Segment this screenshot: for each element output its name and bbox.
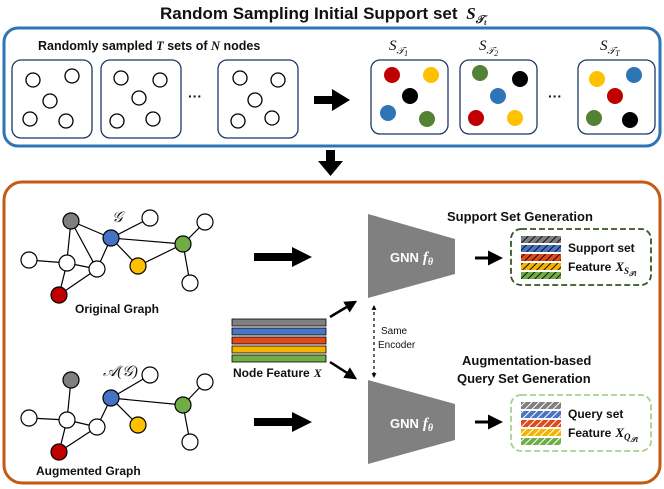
down-arrow: [318, 150, 343, 176]
graph-to-gnn-arrow-bottom: [254, 412, 312, 432]
feature-to-gnn-arrow-top: [329, 300, 358, 319]
support-set-box-2: [459, 59, 538, 135]
set-label-1: S𝒯1: [389, 38, 408, 58]
feature-bar-yellow: [231, 345, 327, 354]
original-graph-symbol: 𝒢: [112, 210, 125, 226]
query-stripes: [521, 402, 561, 445]
same-encoder-label-2: Encoder: [378, 340, 416, 351]
main-title: Random Sampling Initial Support set S𝒯t: [160, 4, 488, 27]
bottom-frame: [2, 180, 662, 485]
sample-box-1: [11, 59, 93, 139]
augmented-graph: [20, 366, 214, 461]
query-heading-line1: Augmentation-based: [462, 353, 591, 368]
query-set-label: Query set: [568, 407, 623, 421]
feature-to-gnn-arrow-bottom: [329, 360, 358, 380]
ellipsis-top-left: ···: [188, 88, 202, 104]
feature-bar-gray: [231, 318, 327, 327]
set-label-2: S𝒯2: [479, 38, 498, 58]
original-graph-label: Original Graph: [75, 302, 159, 316]
augmented-graph-symbol: 𝒜(𝒢): [103, 364, 138, 380]
augmented-graph-label: Augmented Graph: [36, 464, 141, 478]
same-encoder-label: Same: [381, 326, 408, 337]
sample-box-3: [217, 59, 299, 139]
support-set-box-1: [370, 59, 449, 135]
support-set-label: Support set: [568, 241, 635, 255]
support-heading: Support Set Generation: [447, 209, 593, 224]
support-set-box-T: [577, 59, 656, 135]
graph-to-gnn-arrow-top: [254, 247, 312, 267]
query-heading-line2: Query Set Generation: [457, 371, 591, 386]
set-label-T: S𝒯T: [600, 38, 620, 58]
top-frame: [2, 26, 662, 148]
feature-bar-blue: [231, 327, 327, 336]
feature-bar-red: [231, 336, 327, 345]
sample-box-2: [100, 59, 182, 139]
feature-bar-green: [231, 354, 327, 363]
ellipsis-top-right: ···: [548, 88, 562, 104]
sampling-arrow: [314, 89, 350, 111]
support-stripes: [521, 236, 561, 279]
node-feature-bars: [231, 318, 327, 363]
panel-caption: Randomly sampled T sets of N nodes: [38, 39, 260, 53]
original-graph: [20, 209, 214, 304]
